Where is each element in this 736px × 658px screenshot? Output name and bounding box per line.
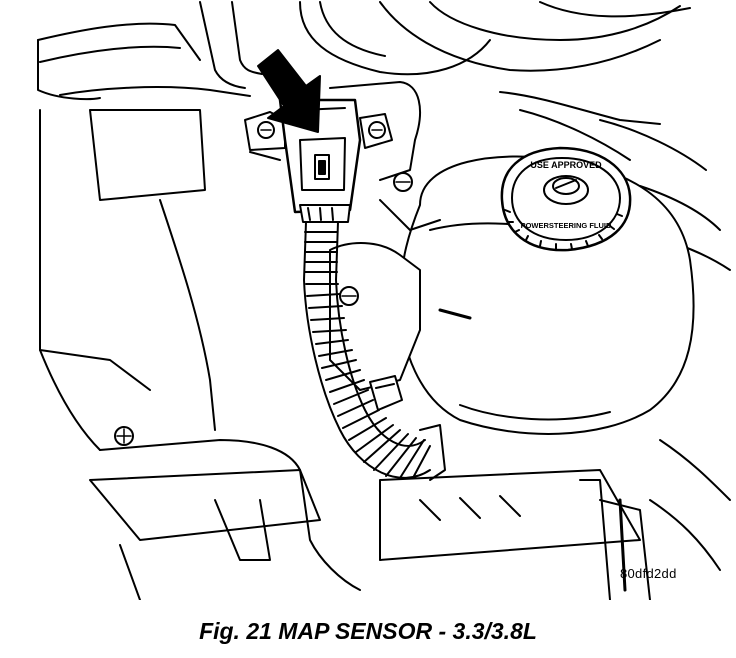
cap-text-top: USE APPROVED: [530, 160, 602, 170]
arrow-indicator: [257, 49, 321, 133]
engine-background-lines: [37, 1, 731, 600]
figure-id-label: 80dfd2dd: [620, 566, 677, 581]
figure-caption: Fig. 21 MAP SENSOR - 3.3/3.8L: [199, 618, 537, 644]
power-steering-cap: USE APPROVED POWERSTEERING FLUID: [500, 146, 632, 252]
map-sensor: [244, 81, 421, 223]
cap-text-bottom: POWERSTEERING FLUID: [521, 221, 612, 230]
wiring-harness: [303, 221, 446, 481]
map-sensor-illustration: USE APPROVED POWERSTEERING FLUID: [37, 1, 731, 600]
